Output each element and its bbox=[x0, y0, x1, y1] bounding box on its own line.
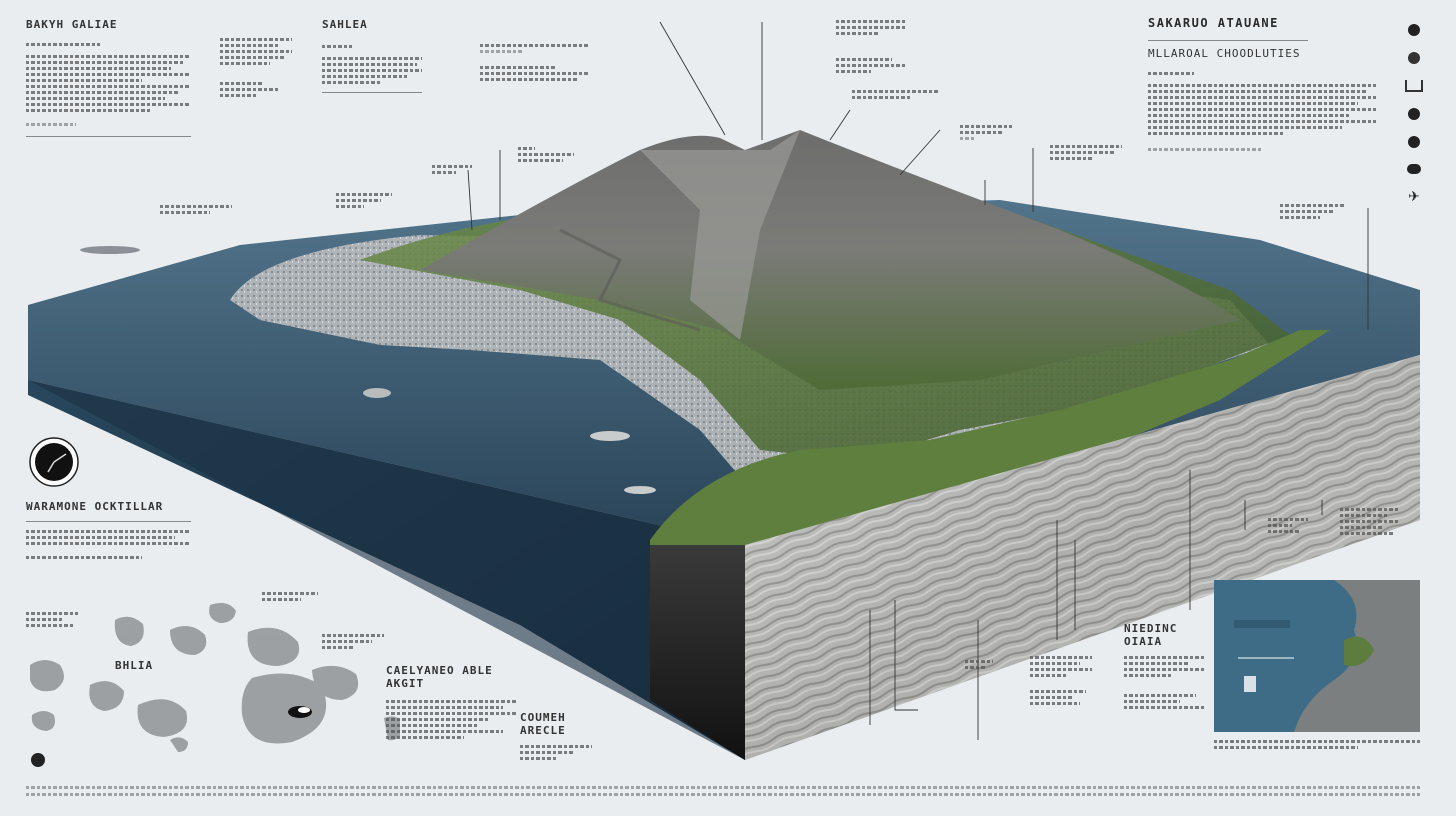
top-left-text bbox=[26, 43, 191, 126]
book-icon[interactable] bbox=[1405, 80, 1423, 92]
info-icon[interactable] bbox=[1408, 136, 1420, 148]
coast-note bbox=[336, 193, 392, 208]
bottom-right-block: NIEDINC OIAIA bbox=[1124, 622, 1204, 709]
bottom-left-map-heading: BHLIA bbox=[115, 659, 154, 672]
crater-note bbox=[518, 147, 574, 162]
vent-note bbox=[432, 165, 472, 174]
bottom-center-block: CAELYANEO ABLE AKGIT bbox=[386, 664, 516, 739]
bottom-mid-heading: COUMEH ARECLE bbox=[520, 711, 566, 737]
right-sea-note bbox=[1280, 204, 1346, 219]
compass-dial bbox=[29, 437, 79, 487]
compass-icon[interactable] bbox=[1408, 52, 1420, 64]
regional-maps bbox=[30, 603, 400, 767]
cloud-icon[interactable] bbox=[1407, 164, 1421, 174]
pin-icon[interactable] bbox=[1408, 108, 1420, 120]
inset-caption bbox=[1214, 740, 1420, 749]
globe-icon[interactable] bbox=[1408, 24, 1420, 36]
layer-note bbox=[1030, 656, 1092, 705]
bay-note bbox=[160, 205, 232, 214]
top-center-block: SAHLEA bbox=[322, 18, 422, 93]
ridge-note bbox=[960, 125, 1012, 140]
flank-note bbox=[1050, 145, 1122, 160]
map-note-2 bbox=[322, 634, 384, 649]
top-center-heading: SAHLEA bbox=[322, 18, 368, 31]
divider bbox=[26, 136, 191, 137]
left-mid-block: WARAMONE OCKTILLAR bbox=[26, 500, 191, 559]
bottom-center-heading: CAELYANEO ABLE AKGIT bbox=[386, 664, 493, 690]
footer-fineprint bbox=[26, 786, 1420, 796]
bottom-left-map-label: BHLIA bbox=[115, 656, 153, 674]
right-title-block: SAKARUO ATAUANE MLLAROAL CHOODLUTIES bbox=[1148, 16, 1376, 151]
column-notes-1 bbox=[220, 38, 292, 97]
bottom-mid-block: COUMEH ARECLE bbox=[520, 711, 610, 760]
strata-note-2 bbox=[1268, 518, 1308, 533]
top-center-notes bbox=[480, 44, 590, 81]
top-left-block: BAKYH GALIAE bbox=[26, 18, 191, 137]
map-note bbox=[262, 592, 318, 601]
left-map-legend bbox=[26, 612, 78, 627]
left-mid-heading: WARAMONE OCKTILLAR bbox=[26, 500, 164, 513]
top-left-heading: BAKYH GALIAE bbox=[26, 18, 118, 31]
slope-note bbox=[852, 90, 938, 99]
bottom-right-heading: NIEDINC OIAIA bbox=[1124, 622, 1178, 648]
layer-note-2 bbox=[965, 660, 993, 669]
strata-note bbox=[1340, 508, 1400, 535]
inset-aerial-map bbox=[1214, 580, 1420, 732]
right-title: SAKARUO ATAUANE bbox=[1148, 16, 1279, 30]
icon-rail: ✈ bbox=[1405, 24, 1423, 204]
right-subtitle: MLLAROAL CHOODLUTIES bbox=[1148, 47, 1301, 60]
peak-note bbox=[836, 20, 906, 73]
plane-icon[interactable]: ✈ bbox=[1408, 188, 1420, 204]
